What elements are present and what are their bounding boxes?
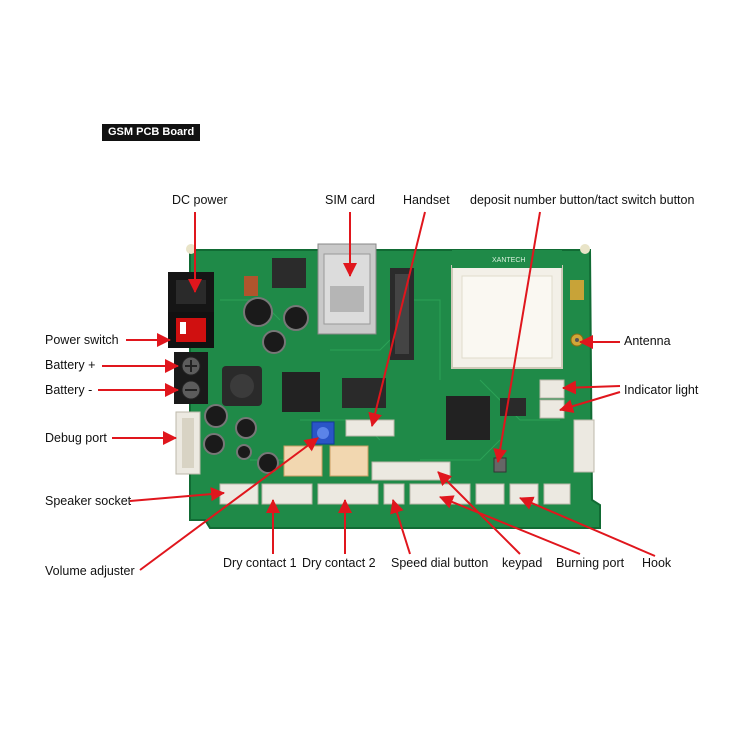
label-antenna: Antenna <box>624 334 671 348</box>
handset-connector <box>390 268 414 360</box>
arrow-burning-port <box>439 495 581 555</box>
label-sim-card: SIM card <box>325 193 376 207</box>
label-battery-plus: Battery + <box>45 358 96 372</box>
battery-terminals <box>174 352 208 404</box>
dc-power-jack <box>168 272 214 312</box>
label-deposit-button: deposit number button/tact switch button <box>470 193 695 207</box>
arrow-volume-adjuster <box>139 437 319 571</box>
arrow-speaker-socket <box>129 487 225 502</box>
arrow-speed-dial <box>390 499 411 555</box>
label-hook: Hook <box>642 556 672 570</box>
arrow-indicator-1 <box>562 380 621 395</box>
label-speed-dial-button: Speed dial button <box>391 556 489 570</box>
sim-card-holder <box>317 243 377 335</box>
label-volume-adjuster: Volume adjuster <box>45 564 135 578</box>
label-indicator-light: Indicator light <box>624 383 699 397</box>
arrow-handset <box>368 211 426 427</box>
label-keypad: keypad <box>502 556 543 570</box>
label-battery-minus: Battery - <box>45 383 93 397</box>
indicator-connectors <box>539 379 595 473</box>
label-debug-port: Debug port <box>45 431 107 445</box>
arrow-hook <box>519 496 656 557</box>
gsm-module <box>451 250 563 369</box>
label-burning-port: Burning port <box>556 556 625 570</box>
label-power-switch: Power switch <box>45 333 119 347</box>
capacitors <box>203 297 309 474</box>
arrow-indicator-2 <box>559 391 621 413</box>
arrow-deposit-button <box>493 211 541 463</box>
label-speaker-socket: Speaker socket <box>45 494 132 508</box>
page-title: GSM PCB Board <box>102 124 201 141</box>
power-components <box>222 258 320 412</box>
label-dry-contact-2: Dry contact 2 <box>302 556 376 570</box>
label-dry-contact-1: Dry contact 1 <box>223 556 297 570</box>
power-switch-part <box>168 312 214 348</box>
callout-arrows <box>98 211 656 571</box>
debug-port-part <box>175 411 201 475</box>
label-handset: Handset <box>403 193 450 207</box>
label-dc-power: DC power <box>172 193 228 207</box>
module-brand-text: XANTECH <box>492 257 525 264</box>
